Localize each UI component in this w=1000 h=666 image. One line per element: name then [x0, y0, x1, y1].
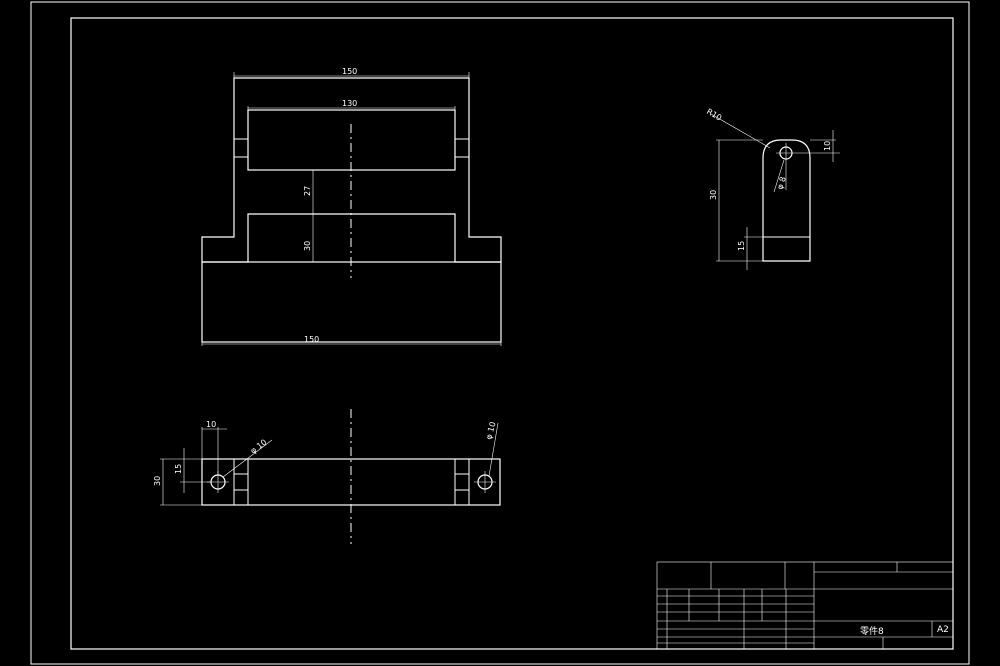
dim-label-30: 30	[303, 241, 312, 251]
sheet-size: A2	[937, 625, 949, 635]
hole-leader-side	[773, 159, 785, 193]
hole-leader-right	[488, 422, 499, 477]
hole-label-side: φ 8	[775, 176, 788, 191]
top-view: 10 15 30 φ 10 φ 10	[153, 409, 501, 544]
title-block-frame	[656, 561, 954, 650]
dim-label-30-side: 30	[709, 190, 718, 200]
front-view-base	[201, 261, 502, 343]
dim-label-150-top: 150	[342, 67, 357, 76]
front-view-upper-slot	[247, 109, 456, 171]
dim-label-30-top: 30	[153, 476, 162, 486]
front-view-left-boss	[233, 138, 249, 158]
front-view: 150 130 27 30 150	[201, 67, 502, 346]
dim-label-10-side: 10	[823, 141, 832, 151]
sheet-inner-border	[70, 17, 954, 650]
sheet-outer-border	[30, 1, 970, 665]
hole-label-left: φ 10	[249, 438, 269, 456]
part-name: 零件8	[860, 625, 884, 637]
dim-label-130: 130	[342, 99, 357, 108]
radius-label: R10	[705, 107, 723, 123]
dim-label-10-top: 10	[206, 420, 216, 429]
front-view-outline	[201, 77, 502, 263]
side-view-outline	[762, 139, 811, 262]
radius-leader	[710, 113, 771, 149]
dim-label-15: 15	[174, 464, 183, 474]
side-view: R10 10 30 φ 8 15	[705, 107, 840, 270]
title-block: 零件8 A2	[656, 561, 954, 650]
dim-label-15-side: 15	[737, 241, 746, 251]
hole-leader-left	[222, 439, 273, 478]
dim-label-27: 27	[303, 186, 312, 196]
dim-label-150-bottom: 150	[304, 335, 319, 344]
front-view-right-boss	[454, 138, 470, 158]
